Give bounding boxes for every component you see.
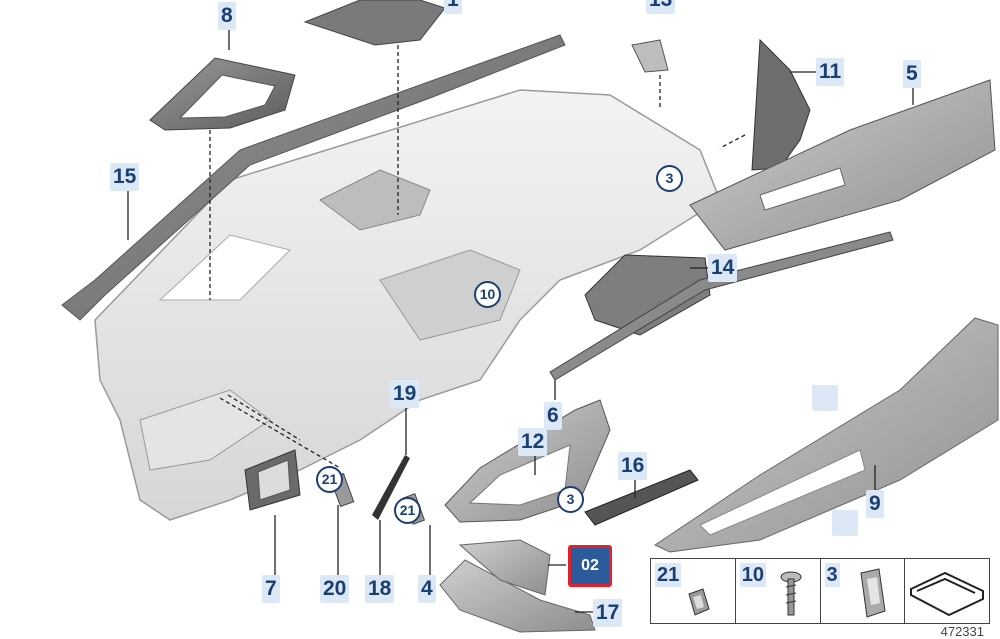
circle-21-right: 21 [394, 497, 421, 524]
callout-9: 9 [866, 490, 884, 518]
part-02-panel [458, 539, 551, 596]
clamp-icon [859, 568, 886, 618]
clip-icon [688, 588, 710, 616]
legend-label-3: 3 [824, 563, 840, 587]
callout-8: 8 [218, 2, 236, 30]
legend-label-21: 21 [655, 563, 682, 587]
part-17-trim [439, 559, 596, 633]
callout-blank-lower [832, 510, 858, 536]
part-14-bracket [584, 254, 711, 336]
callout-15: 15 [110, 163, 140, 191]
circle-3-upper: 3 [656, 165, 683, 192]
callout-blank-upper [812, 385, 838, 411]
selected-part-02-hotspot[interactable]: 02 [568, 545, 612, 587]
callout-5: 5 [903, 60, 921, 88]
circle-21-left: 21 [316, 466, 343, 493]
legend-cell-screw[interactable]: 10 [736, 559, 821, 623]
legend-cell-clamp[interactable]: 3 [821, 559, 906, 623]
callout-7: 7 [262, 575, 280, 603]
part-5-right-trim [689, 79, 996, 251]
callout-20: 20 [320, 575, 350, 603]
part-9-trim [653, 317, 999, 553]
callout-16: 16 [618, 452, 648, 480]
callout-13: 13 [646, 0, 676, 14]
legend-cell-arrow [905, 559, 989, 623]
callout-18: 18 [365, 575, 395, 603]
catalog-number: 472331 [940, 624, 984, 639]
trim-strip-15 [61, 34, 566, 321]
callout-12: 12 [518, 428, 548, 456]
part-1-cover [303, 0, 446, 46]
screw-icon [780, 571, 802, 616]
callout-6: 6 [544, 402, 562, 430]
part-13-vent [631, 39, 669, 73]
part-12-trim [444, 399, 611, 523]
callout-19: 19 [390, 380, 420, 408]
legend-cell-clip[interactable]: 21 [651, 559, 736, 623]
legend-label-10: 10 [739, 563, 766, 587]
bracket-arrow-icon [910, 571, 985, 617]
circle-3-lower: 3 [557, 486, 584, 513]
fastener-legend: 21 10 3 [650, 558, 990, 624]
callout-14: 14 [708, 254, 738, 282]
circle-10: 10 [474, 281, 501, 308]
part-11-side-panel [751, 38, 811, 171]
callout-11: 11 [816, 58, 845, 86]
part-16-strip [584, 469, 699, 526]
callout-17: 17 [593, 599, 623, 627]
callout-4: 4 [418, 575, 436, 603]
callout-1: 1 [444, 0, 462, 14]
